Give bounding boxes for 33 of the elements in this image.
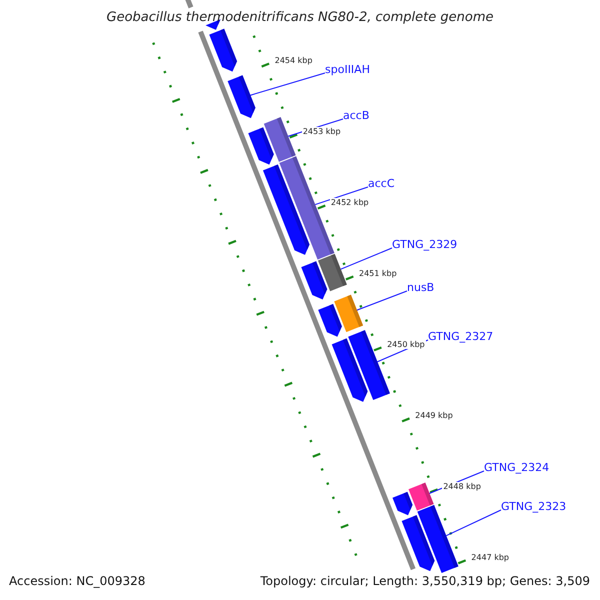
gene-segment <box>402 515 435 572</box>
gene-label: spoIIIAH <box>325 63 370 76</box>
gene-segment <box>248 127 274 165</box>
gene-label: accC <box>368 177 395 190</box>
scale-label: 2451 kbp <box>358 268 398 278</box>
leader-line <box>250 72 326 96</box>
gene-label: nusB <box>407 281 434 294</box>
scale-label: 2448 kbp <box>442 482 482 491</box>
genome-stats-text: Topology: circular; Length: 3,550,319 bp; Genes: 3,509 <box>259 573 591 589</box>
gene-segment <box>332 338 368 402</box>
gene-segment <box>392 492 413 516</box>
leader-line <box>356 290 408 311</box>
scale-label: 2454 kbp <box>274 56 314 65</box>
leader-line <box>446 510 502 536</box>
gene-segment <box>318 304 342 337</box>
title: Geobacillus thermodenitrificans NG80-2, complete genome <box>106 9 494 26</box>
gene-segment <box>209 28 237 72</box>
gene-label: GTNG_2329 <box>392 238 458 251</box>
gene-label: accB <box>343 109 370 122</box>
scale-label: 2450 kbp <box>386 340 426 349</box>
gene-label: GTNG_2323 <box>501 500 566 513</box>
leader-line <box>340 248 392 270</box>
scale-label: 2447 kbp <box>470 552 510 562</box>
scale-label: 2449 kbp <box>414 410 454 420</box>
accession-text: Accession: NC_009328 <box>8 573 146 589</box>
gene-segment <box>301 261 328 300</box>
gene-label: GTNG_2324 <box>484 461 550 474</box>
gene-label: GTNG_2327 <box>428 330 494 343</box>
scale-label: 2453 kbp <box>302 126 342 136</box>
gene-segment <box>228 75 256 118</box>
leader-line <box>314 186 368 206</box>
scale-label: 2452 kbp <box>330 198 370 207</box>
gene-segment <box>262 164 310 255</box>
